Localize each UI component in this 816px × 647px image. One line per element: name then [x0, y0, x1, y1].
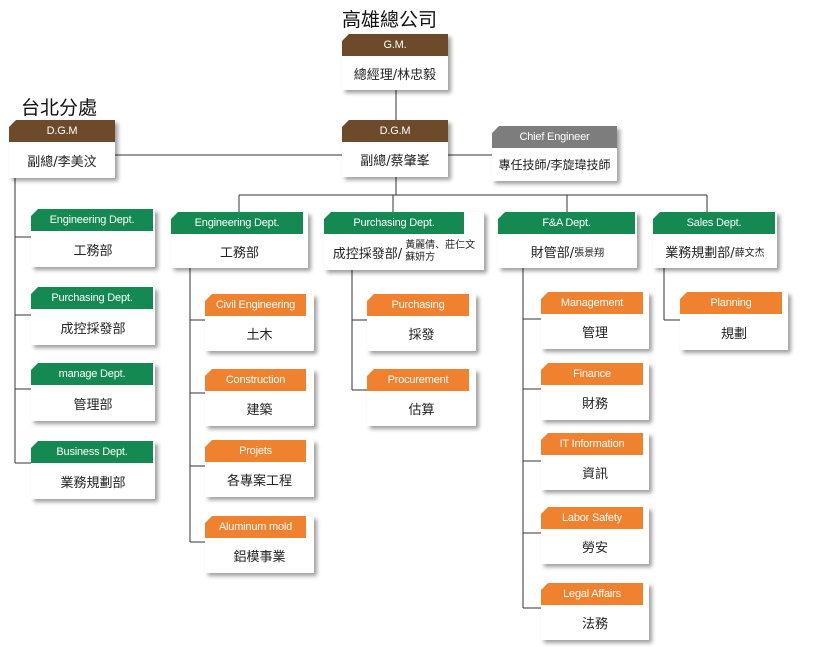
dept-sales-staff: 薛文杰 [734, 247, 765, 259]
section-title: Procurement [367, 369, 469, 391]
taipei-dgm-name: 副總/李美汶 [27, 154, 97, 170]
dept-sales-name: 業務規劃部/ [665, 245, 735, 261]
section-name: 規劃 [720, 326, 747, 342]
taipei-dgm-title: D.G.M [9, 120, 115, 142]
dept-sales[interactable]: Sales Dept. 業務規劃部/薛文杰 [653, 212, 777, 268]
chief-engineer-box[interactable]: Chief Engineer 專任技師/李旋瑋技師 [492, 126, 617, 181]
section-title: Legal Affairs [541, 583, 643, 605]
dept-engineering-title: Engineering Dept. [171, 212, 303, 234]
section-purchasing[interactable]: Purchasing 採發 [367, 294, 476, 351]
section-management[interactable]: Management 管理 [541, 292, 649, 349]
section-name: 建築 [246, 403, 273, 418]
section-name: 鋁模事業 [233, 550, 286, 565]
section-title: Finance [541, 363, 643, 385]
chief-engineer-name: 專任技師/李旋瑋技師 [498, 158, 611, 172]
taipei-dgm-box[interactable]: D.G.M 副總/李美汶 [9, 120, 115, 178]
section-name: 管理 [581, 326, 608, 341]
taipei-dept-manage[interactable]: manage Dept. 管理部 [31, 363, 155, 421]
dept-finance-body: 財管部/張景翔 [498, 234, 637, 268]
chief-engineer-title: Chief Engineer [492, 126, 617, 148]
taipei-dept-name: 管理部 [73, 397, 113, 413]
taipei-dept-title: manage Dept. [31, 363, 153, 385]
section-title: Civil Engineering [205, 294, 306, 316]
section-name: 各專案工程 [226, 474, 292, 489]
section-finance[interactable]: Finance 財務 [541, 363, 649, 420]
section-name: 法務 [581, 617, 608, 632]
section-planning[interactable]: Planning 規劃 [680, 292, 788, 350]
dept-finance-name: 財管部/ [530, 245, 575, 261]
dept-sales-body: 業務規劃部/薛文杰 [653, 234, 777, 268]
section-procurement[interactable]: Procurement 估算 [367, 369, 476, 426]
dept-sales-title: Sales Dept. [653, 212, 775, 234]
taipei-dept-business[interactable]: Business Dept. 業務規劃部 [31, 441, 155, 499]
dept-purchasing-body: 成控採發部/ 黃麗倩、莊仁文 蘇妍方 [324, 234, 484, 270]
taipei-dept-engineering[interactable]: Engineering Dept. 工務部 [31, 209, 155, 267]
section-it-information[interactable]: IT Information 資訊 [541, 433, 649, 490]
taipei-dept-title: Engineering Dept. [31, 209, 153, 231]
dept-purchasing-title: Purchasing Dept. [324, 212, 464, 234]
section-title: Construction [205, 369, 306, 391]
taipei-dept-name: 工務部 [73, 243, 113, 259]
taipei-dept-name: 業務規劃部 [60, 475, 126, 491]
section-aluminum-mold[interactable]: Aluminum mold 鋁模事業 [205, 516, 314, 573]
dept-engineering[interactable]: Engineering Dept. 工務部 [171, 212, 308, 268]
section-name: 採發 [408, 328, 435, 343]
dept-purchasing-staff-line1: 黃麗倩、莊仁文 [405, 240, 476, 251]
section-projects[interactable]: Projets 各專案工程 [205, 440, 314, 497]
taipei-dept-title: Purchasing Dept. [31, 287, 153, 309]
dgm-main-title: D.G.M [342, 120, 448, 142]
dept-purchasing-staff: 黃麗倩、莊仁文 蘇妍方 [405, 240, 475, 264]
dept-finance-title: F&A Dept. [498, 212, 635, 234]
dept-purchasing[interactable]: Purchasing Dept. 成控採發部/ 黃麗倩、莊仁文 蘇妍方 [324, 212, 484, 270]
taipei-dept-title: Business Dept. [31, 441, 153, 463]
taipei-dept-purchasing[interactable]: Purchasing Dept. 成控採發部 [31, 287, 155, 345]
section-name: 財務 [581, 397, 608, 412]
section-labor-safety[interactable]: Labor Safety 勞安 [541, 507, 649, 564]
section-name: 勞安 [581, 541, 608, 556]
section-title: Labor Safety [541, 507, 643, 529]
dept-purchasing-staff-line2: 蘇妍方 [405, 252, 436, 263]
section-title: IT Information [541, 433, 643, 455]
section-title: Planning [680, 292, 782, 314]
dept-engineering-name: 工務部 [219, 245, 259, 261]
section-construction[interactable]: Construction 建築 [205, 369, 314, 426]
heading-taipei-office: 台北分處 [21, 97, 98, 119]
gm-box[interactable]: G.M. 總經理/林忠毅 [342, 34, 448, 90]
taipei-dept-name: 成控採發部 [60, 321, 126, 337]
section-legal-affairs[interactable]: Legal Affairs 法務 [541, 583, 649, 640]
gm-name: 總經理/林忠毅 [353, 67, 437, 83]
section-civil-engineering[interactable]: Civil Engineering 土木 [205, 294, 314, 351]
section-title: Projets [205, 440, 306, 462]
dept-finance-staff: 張景翔 [574, 247, 605, 259]
dept-purchasing-name: 成控採發部/ [332, 246, 403, 262]
gm-title: G.M. [342, 34, 448, 56]
section-title: Purchasing [367, 294, 469, 316]
dept-finance[interactable]: F&A Dept. 財管部/張景翔 [498, 212, 637, 268]
heading-kaohsiung-hq: 高雄總公司 [342, 9, 438, 31]
section-name: 土木 [246, 328, 273, 343]
section-title: Aluminum mold [205, 516, 306, 538]
section-name: 估算 [408, 403, 435, 418]
dgm-main-box[interactable]: D.G.M 副總/蔡肇峯 [342, 120, 448, 177]
section-name: 資訊 [581, 467, 608, 482]
dgm-main-name: 副總/蔡肇峯 [360, 154, 430, 169]
section-title: Management [541, 292, 643, 314]
